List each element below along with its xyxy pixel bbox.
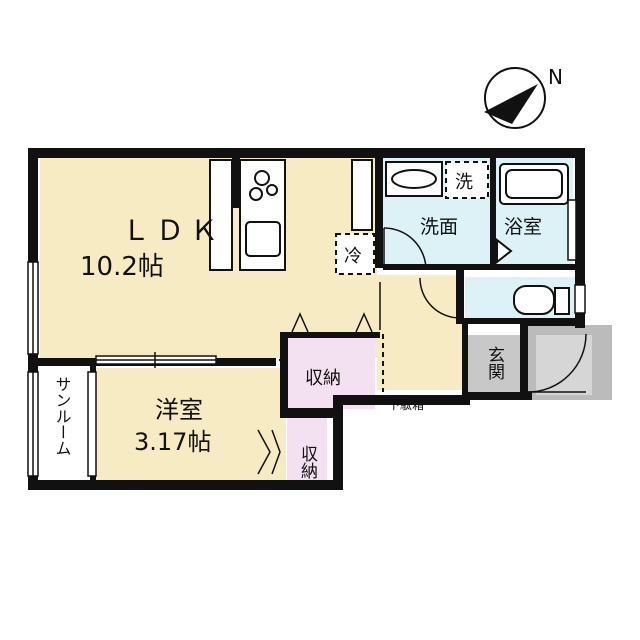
wall-porch-left xyxy=(520,318,528,400)
wall-bottom xyxy=(28,480,343,490)
bath-door-icon xyxy=(496,237,513,265)
entrance-label: 玄関 xyxy=(484,346,504,380)
washer-label: 洗 xyxy=(455,172,473,193)
wall-porch-top xyxy=(520,318,585,326)
western-size: 3.17帖 xyxy=(134,428,211,456)
kitchen-sink-icon xyxy=(245,221,281,257)
storage-small-label: 収納 xyxy=(297,445,318,480)
storage-fold-door-icon xyxy=(291,312,373,333)
ldk-size: 10.2帖 xyxy=(80,252,164,282)
wall-toilet-left xyxy=(456,270,464,324)
compass-needle-icon xyxy=(484,84,538,124)
washer-space xyxy=(445,161,489,199)
windows xyxy=(27,199,586,477)
stove-burner-icon xyxy=(254,170,270,186)
fridge-label: 冷 xyxy=(344,246,362,267)
wall-storage-right xyxy=(333,405,343,490)
ldk-pillar xyxy=(351,159,373,231)
entrance-floor xyxy=(468,335,520,392)
toilet-door-icon xyxy=(419,277,461,319)
sunroom-floor xyxy=(34,368,94,480)
wall-right xyxy=(575,148,585,328)
wall-storage-mid xyxy=(280,408,335,418)
window-toilet xyxy=(574,284,586,314)
wall-kitchen-stub xyxy=(232,158,240,208)
wall-ldk-sunroom xyxy=(38,358,96,366)
bathtub-inner xyxy=(505,169,563,199)
western-name: 洋室 xyxy=(155,396,203,424)
toilet-icon xyxy=(513,285,555,315)
entrance-door-icon xyxy=(527,333,587,393)
western-storage-door-icon xyxy=(257,429,281,475)
wall-ldk-washroom xyxy=(375,158,383,268)
bathroom-label: 浴室 xyxy=(504,216,542,238)
porch-tile xyxy=(536,335,592,395)
wall-washroom-bath xyxy=(490,158,496,266)
fixtures xyxy=(385,161,570,315)
fridge-space xyxy=(335,233,375,275)
hall-floor xyxy=(377,275,464,390)
wall-storage-left xyxy=(280,332,288,412)
room-labels: ＬＤＫ 10.2帖 洋室 3.17帖 収納 収納 洗面 浴室 玄関 下駄箱 洗 … xyxy=(53,172,543,480)
dashed-partitions xyxy=(216,161,489,392)
toilet-tank xyxy=(554,287,570,315)
stove-burner-icon-2 xyxy=(249,187,263,201)
wall-entrance-bottom xyxy=(462,392,532,400)
washroom-label: 洗面 xyxy=(420,216,458,238)
wall-shoe-bottom xyxy=(333,395,470,405)
kitchen-counter xyxy=(209,159,233,271)
wall-top xyxy=(28,148,585,158)
doors xyxy=(257,227,587,475)
window-sunroom-inner xyxy=(87,371,97,477)
sunroom-label: サンルーム xyxy=(53,376,72,456)
washroom-door-icon xyxy=(383,227,427,271)
north-label: N xyxy=(548,65,563,89)
wall-wet-bottom xyxy=(383,264,575,270)
kitchen xyxy=(209,159,373,271)
window-bath xyxy=(567,199,577,261)
western-room-floor xyxy=(96,368,286,480)
storage-main-label: 収納 xyxy=(305,368,341,389)
stove-burner-icon-3 xyxy=(266,184,278,196)
wall-hall-right xyxy=(462,324,468,400)
compass: N xyxy=(484,65,563,129)
wall-storage-top xyxy=(280,332,380,338)
shoe-box-label: 下駄箱 xyxy=(388,397,424,412)
wash-basin-icon xyxy=(391,169,437,189)
storage-small-floor xyxy=(287,418,327,480)
ldk-name: ＬＤＫ xyxy=(122,214,224,247)
wall-toilet-bottom xyxy=(456,318,528,324)
